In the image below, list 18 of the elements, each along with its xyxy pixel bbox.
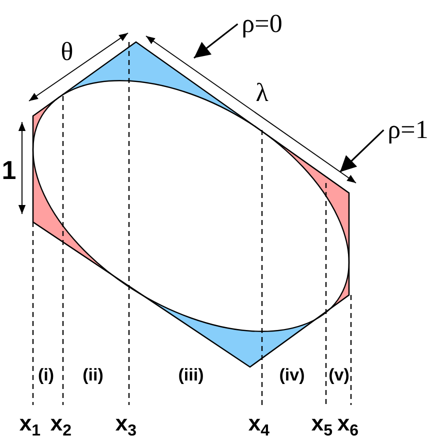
angle-label: θ [60,39,74,65]
x-position-label: x$_{5}$ [311,412,333,440]
region-label: (iii) [178,366,204,384]
leader-arrow [194,23,238,59]
leader-arrow [339,129,384,173]
x-position-label: x$_{1}$ [19,412,41,440]
parameter-label: ρ=0 [242,11,282,37]
region-label: (ii) [82,366,104,384]
height-label: 1 [2,157,16,183]
x-position-label: x$_{6}$ [337,412,359,440]
parameter-label: ρ=1 [388,117,428,143]
length-label: λ [256,80,268,106]
x-position-label: x$_{3}$ [115,412,137,440]
region-label: (iv) [279,366,305,384]
region-label: (i) [38,366,54,384]
x-position-label: x$_{4}$ [248,412,270,440]
region-label: (v) [328,366,350,384]
x-position-label: x$_{2}$ [50,412,72,440]
